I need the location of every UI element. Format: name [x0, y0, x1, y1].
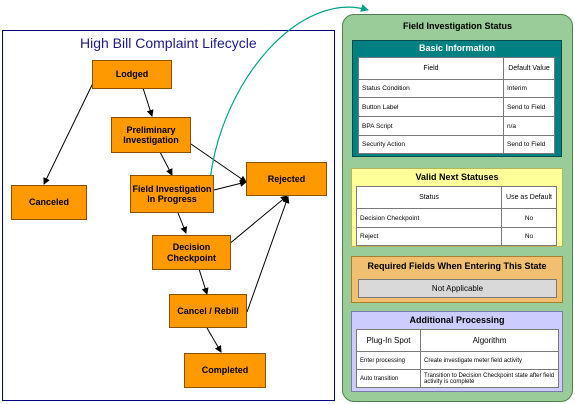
plug-in-spot-cell: Auto transition [356, 369, 421, 388]
table-row: Decision Checkpoint No [356, 208, 557, 228]
field-cell: Status Condition [358, 79, 504, 98]
basic-info-heading: Basic Information [418, 42, 495, 53]
column-header: Default Value [503, 57, 555, 80]
table-row: Enter processing Create investigate mete… [356, 351, 559, 370]
value-cell: Send to Field [503, 135, 555, 154]
next-statuses-table: Status Use as Default Decision Checkpoin… [356, 186, 557, 246]
additional-processing-table: Plug-In Spot Algorithm Enter processing … [356, 329, 559, 388]
column-header: Status [356, 186, 502, 209]
state-preliminary-investigation: Preliminary Investigation [111, 117, 191, 153]
state-completed: Completed [184, 353, 266, 388]
lifecycle-title: High Bill Complaint Lifecycle [80, 35, 257, 51]
required-fields-value: Not Applicable [358, 279, 557, 298]
status-cell: Decision Checkpoint [356, 208, 502, 228]
basic-info-table: Field Default Value Status Condition Int… [358, 57, 555, 154]
state-lodged: Lodged [92, 60, 172, 89]
plug-in-spot-cell: Enter processing [356, 351, 421, 370]
field-cell: Button Label [358, 97, 504, 117]
table-row: BPA Script n/a [358, 116, 555, 136]
status-panel-title: Field Investigation Status [402, 21, 512, 31]
value-cell: n/a [503, 116, 555, 136]
default-cell: No [501, 227, 557, 246]
field-cell: BPA Script [358, 116, 504, 136]
column-header: Algorithm [420, 329, 559, 352]
next-statuses-heading: Valid Next Statuses [415, 171, 499, 182]
state-decision-checkpoint: Decision Checkpoint [152, 235, 231, 270]
column-header: Plug-In Spot [356, 329, 421, 352]
additional-processing-heading: Additional Processing [409, 315, 505, 325]
table-row: Status Condition Interim [358, 79, 555, 98]
algorithm-cell: Create investigate meter field activity [420, 351, 559, 370]
field-cell: Security Action [358, 135, 504, 154]
algorithm-cell: Transition to Decision Checkpoint state … [420, 369, 559, 388]
state-canceled: Canceled [11, 185, 87, 220]
default-cell: No [501, 208, 557, 228]
required-fields-heading: Required Fields When Entering This State [367, 261, 547, 271]
column-header: Use as Default [501, 186, 557, 209]
status-cell: Reject [356, 227, 502, 246]
table-row: Reject No [356, 227, 557, 246]
value-cell: Send to Field [503, 97, 555, 117]
column-header: Field [358, 57, 504, 80]
state-cancel-rebill: Cancel / Rebill [169, 294, 247, 328]
state-rejected: Rejected [246, 162, 327, 196]
table-row: Auto transition Transition to Decision C… [356, 369, 559, 388]
table-row: Security Action Send to Field [358, 135, 555, 154]
state-field-investigation: Field Investigation In Progress [130, 175, 214, 213]
table-row: Button Label Send to Field [358, 97, 555, 117]
value-cell: Interim [503, 79, 555, 98]
